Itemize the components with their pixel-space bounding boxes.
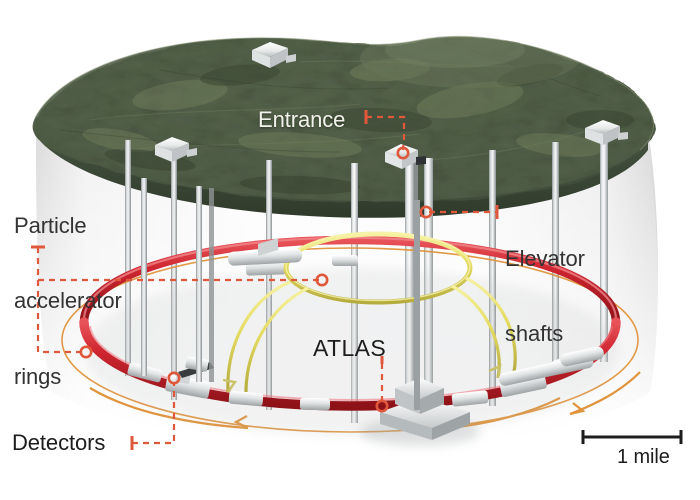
label-line: accelerator	[14, 288, 122, 314]
surface-building-group	[155, 42, 628, 169]
scale-bar	[581, 430, 683, 444]
elevator-shaft-group-front	[141, 178, 420, 410]
label-line: rings	[14, 363, 62, 389]
surface-building	[155, 137, 197, 162]
label-particle-accelerator-rings: Particle accelerator rings	[14, 163, 122, 439]
atlas-detector	[360, 378, 480, 446]
label-elevator-shafts: Elevator shafts	[505, 196, 585, 397]
label-line: shafts	[505, 321, 564, 347]
surface-building	[252, 42, 296, 68]
elevator-shaft	[171, 150, 177, 400]
inner-accelerator-ring	[283, 231, 473, 305]
leader-entrance	[366, 115, 406, 151]
detector-module	[332, 255, 358, 266]
service-tube	[227, 238, 303, 266]
callout-leaders	[36, 115, 497, 445]
detector-module	[228, 390, 264, 407]
marker-atlas	[375, 399, 389, 413]
leader-particle-rings	[36, 247, 322, 354]
leader-detectors	[132, 382, 176, 445]
callout-end-caps	[31, 110, 499, 450]
marker-elevator	[419, 205, 433, 219]
label-line: Particle	[14, 213, 87, 239]
marker-ring-yellow	[315, 273, 329, 287]
elevator-shaft	[489, 150, 496, 406]
elevator-shaft	[125, 140, 131, 376]
label-line: Elevator	[505, 246, 585, 272]
label-entrance: Entrance	[258, 107, 346, 132]
elevator-shaft	[414, 200, 420, 410]
label-atlas: ATLAS	[313, 335, 387, 361]
elevator-shaft	[209, 188, 214, 382]
marker-detectors	[167, 371, 181, 385]
surface-building-entrance	[385, 144, 426, 169]
beam-transfer-arrows	[222, 363, 502, 393]
label-detectors: Detectors	[12, 430, 106, 455]
elevator-shaft	[600, 130, 608, 362]
beam-transfer-lines	[226, 276, 517, 393]
marker-ring-red	[79, 345, 93, 359]
label-scale-bar: 1 mile	[617, 446, 670, 468]
detector-module	[299, 397, 331, 411]
elevator-shaft	[196, 186, 202, 382]
detector-module	[451, 390, 489, 407]
surface-building	[585, 120, 628, 145]
elevator-shaft	[552, 142, 559, 378]
marker-entrance	[396, 146, 410, 160]
elevator-shaft	[141, 178, 147, 376]
service-tube	[498, 346, 604, 386]
